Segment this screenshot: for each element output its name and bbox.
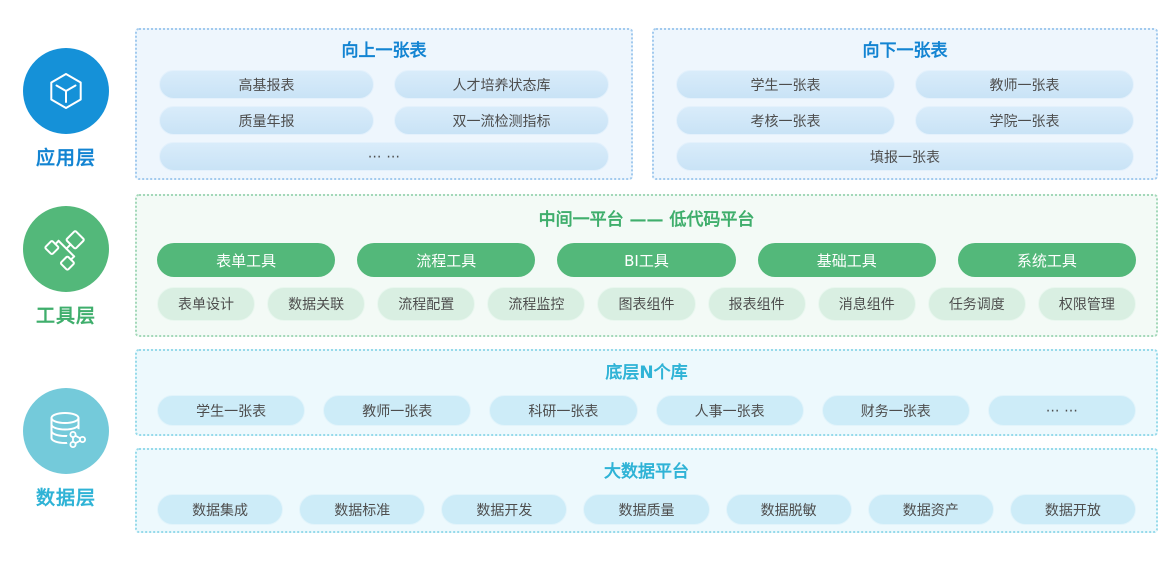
- features-row: 表单设计 数据关联 流程配置 流程监控 图表组件 报表组件 消息组件 任务调度 …: [157, 287, 1136, 321]
- tool-button: 基础工具: [757, 243, 936, 277]
- layer-label-data: 数据层: [35, 487, 96, 509]
- layer-tool: 工具层: [0, 206, 132, 328]
- tool-button: 系统工具: [957, 243, 1137, 277]
- bigdata-title: 大数据平台: [604, 462, 689, 482]
- list-item: 填报一张表: [676, 142, 1134, 171]
- cube-icon: [23, 48, 109, 134]
- feature-pill: 数据关联: [267, 287, 366, 321]
- bigdata-pills: 数据集成 数据标准 数据开发 数据质量 数据脱敏 数据资产 数据开放: [157, 494, 1136, 525]
- list-item-more: ⋯ ⋯: [987, 395, 1137, 426]
- list-item-more: ⋯ ⋯: [159, 142, 609, 171]
- list-item: 人事一张表: [655, 395, 804, 426]
- list-item: 教师一张表: [915, 70, 1134, 99]
- list-item: 数据集成: [157, 494, 284, 525]
- list-item: 双一流检测指标: [394, 106, 609, 135]
- feature-pill: 报表组件: [707, 287, 806, 321]
- tools-row: 表单工具 流程工具 BI工具 基础工具 系统工具: [157, 243, 1137, 277]
- feature-pill: 任务调度: [927, 287, 1026, 321]
- down-table-title: 向下一张表: [862, 41, 948, 61]
- feature-pill: 权限管理: [1037, 287, 1136, 321]
- list-item: 学生一张表: [157, 395, 306, 426]
- middle-platform-title: 中间一平台 —— 低代码平台: [538, 210, 755, 230]
- feature-pill: 表单设计: [157, 287, 256, 321]
- list-item: 数据质量: [583, 494, 710, 525]
- tool-button: 表单工具: [157, 243, 336, 277]
- up-table-pills: 高基报表 人才培养状态库 质量年报 双一流检测指标 ⋯ ⋯: [159, 70, 609, 171]
- base-dbs-pills: 学生一张表 教师一张表 科研一张表 人事一张表 财务一张表 ⋯ ⋯: [157, 395, 1137, 426]
- list-item: 教师一张表: [323, 395, 472, 426]
- feature-pill: 消息组件: [817, 287, 916, 321]
- list-item: 科研一张表: [489, 395, 638, 426]
- base-dbs-title: 底层N个库: [605, 363, 688, 383]
- list-item: 人才培养状态库: [394, 70, 609, 99]
- feature-pill: 流程监控: [487, 287, 586, 321]
- down-table-box: 向下一张表 学生一张表 教师一张表 考核一张表 学院一张表 填报一张表: [652, 28, 1158, 180]
- list-item: 学生一张表: [676, 70, 895, 99]
- list-item: 数据资产: [867, 494, 994, 525]
- layer-data: 数据层: [0, 388, 132, 510]
- up-table-title: 向上一张表: [341, 41, 427, 61]
- feature-pill: 图表组件: [597, 287, 696, 321]
- list-item: 数据脱敏: [725, 494, 852, 525]
- list-item: 数据开放: [1009, 494, 1136, 525]
- list-item: 质量年报: [159, 106, 374, 135]
- workflow-icon: [23, 206, 109, 292]
- base-dbs-box: 底层N个库 学生一张表 教师一张表 科研一张表 人事一张表 财务一张表 ⋯ ⋯: [135, 349, 1158, 436]
- layer-label-app: 应用层: [35, 147, 96, 169]
- up-table-box: 向上一张表 高基报表 人才培养状态库 质量年报 双一流检测指标 ⋯ ⋯: [135, 28, 633, 180]
- layer-app: 应用层: [0, 48, 132, 170]
- middle-platform-box: 中间一平台 —— 低代码平台 表单工具 流程工具 BI工具 基础工具 系统工具 …: [135, 194, 1158, 337]
- down-table-pills: 学生一张表 教师一张表 考核一张表 学院一张表 填报一张表: [676, 70, 1134, 171]
- list-item: 高基报表: [159, 70, 374, 99]
- list-item: 财务一张表: [821, 395, 970, 426]
- tool-button: 流程工具: [357, 243, 536, 277]
- tool-button: BI工具: [557, 243, 736, 277]
- list-item: 考核一张表: [676, 106, 895, 135]
- list-item: 学院一张表: [915, 106, 1134, 135]
- list-item: 数据开发: [441, 494, 568, 525]
- feature-pill: 流程配置: [377, 287, 476, 321]
- list-item: 数据标准: [299, 494, 426, 525]
- bigdata-box: 大数据平台 数据集成 数据标准 数据开发 数据质量 数据脱敏 数据资产 数据开放: [135, 448, 1158, 533]
- database-icon: [23, 388, 109, 474]
- layer-label-tool: 工具层: [35, 305, 96, 327]
